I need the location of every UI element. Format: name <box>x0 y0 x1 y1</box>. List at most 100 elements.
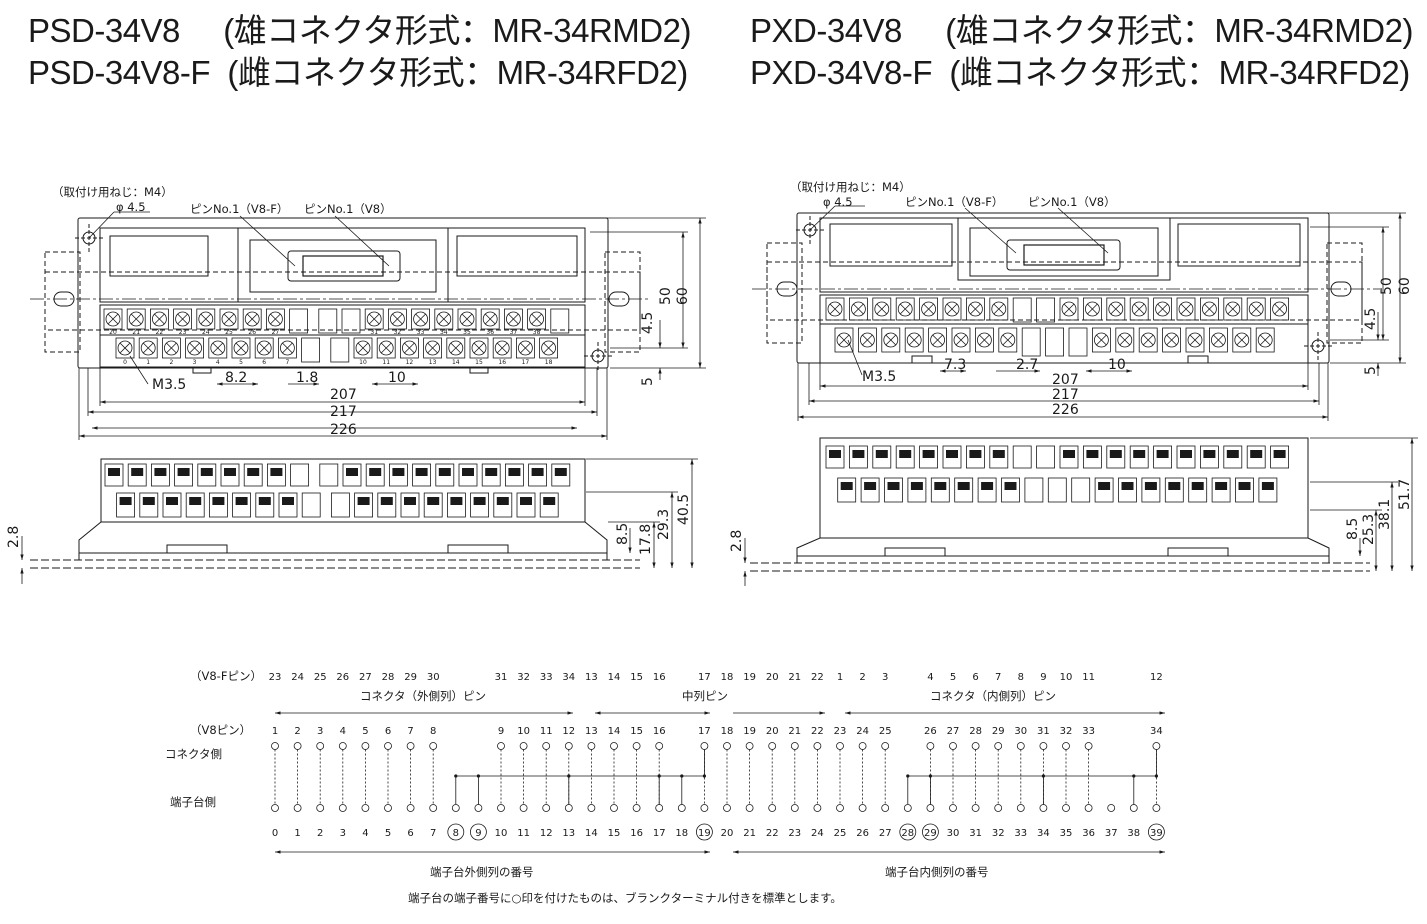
terminal-pin <box>813 804 822 812</box>
screw-icon <box>930 332 945 348</box>
screw-icon <box>541 340 556 356</box>
svg-text:ピンNo.1（V8-F）: ピンNo.1（V8-F） <box>905 195 1003 209</box>
screw-icon <box>1225 301 1241 317</box>
terminal-block <box>231 337 251 359</box>
terminal-block <box>353 337 373 359</box>
terminal-number: 32 <box>992 828 1005 839</box>
terminal-block <box>150 463 170 487</box>
terminal-number: 12 <box>406 359 414 366</box>
screw-icon <box>860 332 875 348</box>
terminal-number: 17 <box>522 359 530 366</box>
terminal-pin <box>723 804 731 812</box>
group-middle-label: 中列ピン <box>682 689 728 703</box>
screw-icon <box>494 340 510 356</box>
terminal-block <box>423 337 443 359</box>
terminal-number: 5 <box>385 828 391 839</box>
svg-text:ピンNo.1（V8-F）: ピンNo.1（V8-F） <box>190 202 288 216</box>
screw-icon <box>163 340 179 356</box>
svg-text:51.7: 51.7 <box>1397 479 1413 510</box>
v8-pin-number: 26 <box>924 726 937 737</box>
v8f-pin-number: 8 <box>1018 672 1024 683</box>
terminal-block <box>265 308 285 330</box>
v8f-pin-number: 32 <box>517 672 530 683</box>
blank-terminal-marker <box>447 823 465 841</box>
terminal-number: 7 <box>430 828 436 839</box>
terminal-number: 16 <box>630 828 643 839</box>
terminal-block <box>1164 477 1184 503</box>
terminal-pin <box>542 804 551 812</box>
terminal-block <box>528 463 547 487</box>
terminal-block <box>1176 445 1196 469</box>
v8f-pin-number: 31 <box>495 672 508 683</box>
connector-pin <box>926 742 935 750</box>
v8-pin-number: 32 <box>1060 726 1073 737</box>
terminal-block <box>254 337 274 359</box>
screw-icon <box>1155 301 1170 317</box>
v8-pin-number: 10 <box>517 726 530 737</box>
screw-icon <box>151 311 167 327</box>
terminal-number: 10 <box>495 828 508 839</box>
v8f-pin-number: 21 <box>788 672 801 683</box>
connector-pin <box>655 742 664 750</box>
blank-terminal-marker <box>922 823 939 841</box>
terminal-block <box>1094 477 1114 503</box>
terminal-number: 9 <box>475 828 481 839</box>
svg-text:50: 50 <box>658 287 674 305</box>
connector-pin <box>429 742 438 750</box>
terminal-block <box>928 327 947 353</box>
screw-icon <box>851 301 866 317</box>
v8-pin-number: 9 <box>498 726 504 737</box>
terminal-block <box>127 463 147 487</box>
v8f-pin-number: 13 <box>585 672 598 683</box>
terminal-number: 7 <box>285 359 289 366</box>
title-pxd-male: PXD-34V8 (雄コネクタ形式：MR-34RMD2) <box>750 12 1413 49</box>
left-side-dimension-labels: 2.8 8.5 17.8 29.3 40.5 <box>6 494 692 555</box>
terminal-block <box>278 492 298 518</box>
terminal-block <box>834 327 854 353</box>
terminal-block <box>825 445 845 469</box>
right-top-view <box>752 212 1380 364</box>
terminal-pin <box>587 804 596 812</box>
terminal-block <box>1176 297 1196 321</box>
connector-pin <box>497 742 505 750</box>
screw-icon <box>198 311 214 327</box>
terminal-block <box>1106 445 1126 469</box>
screw-icon <box>1085 301 1100 317</box>
terminal-block <box>469 337 489 359</box>
v8f-pin-number: 3 <box>882 672 888 683</box>
v8f-pin-number: 10 <box>1060 672 1073 683</box>
terminal-number: 30 <box>947 828 960 839</box>
terminal-block <box>255 492 275 518</box>
svg-text:4.5: 4.5 <box>1363 308 1379 330</box>
terminal-block <box>423 492 443 518</box>
terminal-pin <box>655 804 664 812</box>
terminal-block <box>103 308 123 330</box>
terminal-block <box>232 492 252 518</box>
terminal-block <box>354 492 374 518</box>
svg-text:8.2: 8.2 <box>225 370 247 386</box>
screw-icon <box>221 311 237 327</box>
terminal-block <box>342 463 362 487</box>
left-top-dimension-labels: （取付け用ねじ：M4） φ 4.5 ピンNo.1（V8-F） ピンNo.1（V8… <box>52 185 691 438</box>
terminal-block <box>220 463 240 487</box>
svg-text:17.8: 17.8 <box>638 524 654 555</box>
terminal-block <box>266 463 286 487</box>
terminal-block <box>966 297 985 321</box>
v8f-pin-number: 26 <box>336 672 349 683</box>
v8f-pin-number: 2 <box>859 672 865 683</box>
connector-pin <box>361 742 370 750</box>
terminal-pin <box>858 804 867 812</box>
terminal-block <box>930 477 950 503</box>
terminal-block <box>1129 297 1149 321</box>
v8-pin-number: 27 <box>947 726 960 737</box>
terminal-number: 22 <box>766 828 779 839</box>
terminal-block <box>551 463 571 487</box>
screw-icon <box>921 301 936 317</box>
terminal-block <box>173 308 193 330</box>
terminal-block <box>527 308 546 330</box>
v8-pin-number: 16 <box>653 726 666 737</box>
terminal-block <box>1246 445 1266 469</box>
connector-pin <box>836 742 844 750</box>
v8f-pin-number: 29 <box>404 672 417 683</box>
connector-pin <box>316 742 325 750</box>
